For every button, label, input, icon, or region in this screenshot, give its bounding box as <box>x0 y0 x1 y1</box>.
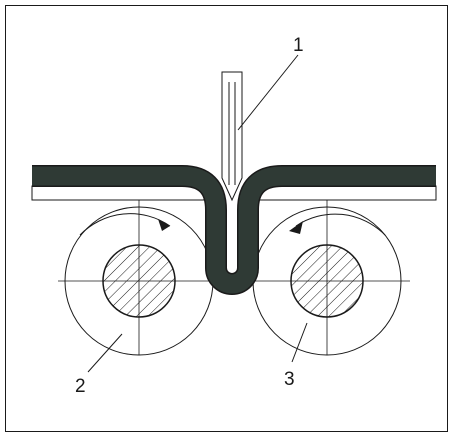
leader-line-2 <box>87 333 123 373</box>
folded-strip <box>32 165 436 295</box>
left-rotation-arrow-icon <box>158 219 170 231</box>
label-right-roller: 3 <box>284 369 295 390</box>
leader-line-1 <box>237 54 299 131</box>
right-support-plate <box>255 185 437 201</box>
frame-border <box>5 5 448 432</box>
label-left-roller: 2 <box>75 376 86 397</box>
right-rotation-arrow-icon <box>289 221 303 234</box>
folding-knife <box>221 71 243 202</box>
left-support-plate <box>31 185 205 201</box>
leader-line-3 <box>291 322 308 363</box>
left-roller <box>64 200 214 356</box>
label-knife: 1 <box>293 35 304 56</box>
right-roller <box>252 200 402 356</box>
